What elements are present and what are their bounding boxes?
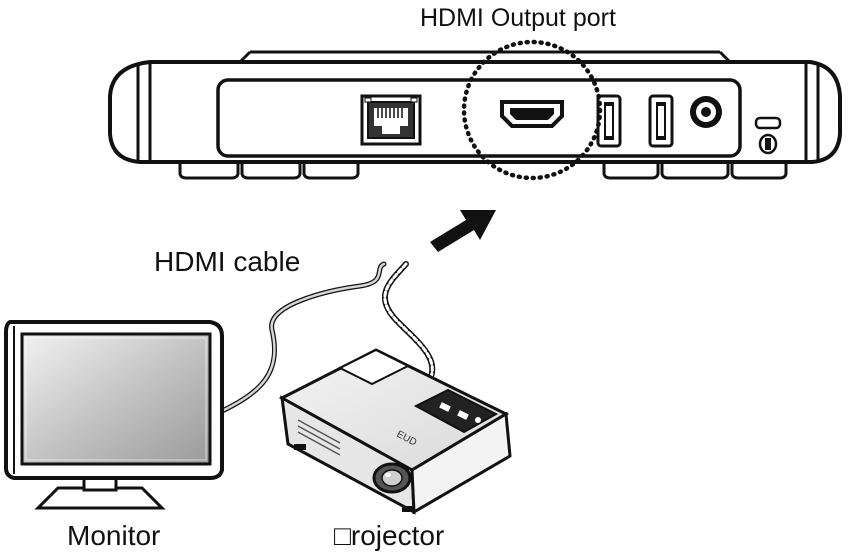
- monitor-label: Monitor: [67, 520, 161, 551]
- lock-slot-icon: [754, 116, 782, 155]
- monitor-screen: [20, 332, 212, 466]
- arrow-icon: [430, 210, 496, 252]
- ethernet-port-icon: [360, 94, 422, 146]
- projector: EUD: [278, 348, 512, 515]
- player-feet: [178, 158, 788, 180]
- hdmi-cables: [217, 261, 436, 415]
- dc-jack-icon: [690, 96, 722, 128]
- hdmi-output-port-label: HDMI Output port: [420, 4, 616, 32]
- port-highlight-circle: [461, 39, 603, 181]
- hdmi-cable-label: HDMI cable: [154, 246, 301, 277]
- usb-port-icon: [596, 94, 622, 148]
- monitor: [3, 320, 224, 510]
- projector-label: □rojector: [334, 520, 445, 551]
- media-player: [108, 39, 842, 181]
- hdmi-port-icon: [500, 100, 564, 128]
- usb-port-icon: [648, 94, 674, 148]
